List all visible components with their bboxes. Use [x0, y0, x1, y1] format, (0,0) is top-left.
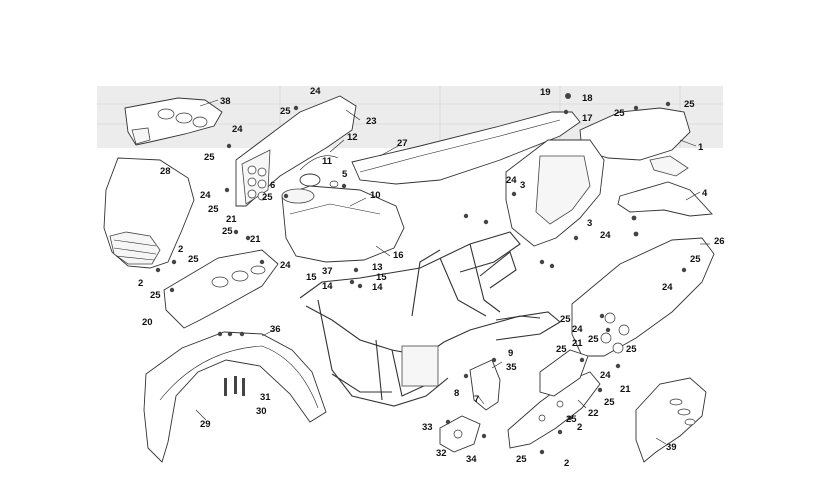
callout-14: 14 [322, 281, 333, 292]
callout-20: 20 [142, 317, 153, 328]
callout-21: 21 [250, 234, 261, 245]
callout-37: 37 [322, 266, 333, 277]
callout-25: 25 [262, 192, 273, 203]
callout-39: 39 [666, 442, 677, 453]
callout-18: 18 [582, 93, 593, 104]
callout-25: 25 [690, 254, 701, 265]
callout-24: 24 [200, 190, 211, 201]
callout-8: 8 [454, 388, 459, 399]
callout-15: 15 [306, 272, 317, 283]
callout-21: 21 [226, 214, 237, 225]
callout-11: 11 [322, 156, 333, 167]
callout-21: 21 [572, 338, 583, 349]
callout-29: 29 [200, 419, 211, 430]
part-rear-fender [579, 107, 691, 177]
callout-25: 25 [188, 254, 199, 265]
callout-24: 24 [280, 260, 291, 271]
callout-3: 3 [587, 218, 592, 229]
callout-35: 35 [506, 362, 517, 373]
callout-38: 38 [220, 96, 231, 107]
callout-2: 2 [178, 244, 183, 255]
callout-34: 34 [466, 454, 477, 465]
part-side-number-plate [571, 237, 715, 357]
callout-7: 7 [474, 394, 479, 405]
part-front-plate [103, 157, 195, 269]
callout-25: 25 [222, 226, 233, 237]
callout-17: 17 [582, 113, 593, 124]
part-skid-bracket [439, 415, 481, 453]
callout-24: 24 [662, 282, 673, 293]
callout-25: 25 [626, 344, 637, 355]
callout-2: 2 [138, 278, 143, 289]
part-swingarm-guard-b [539, 349, 589, 397]
callout-4: 4 [702, 188, 708, 199]
callout-25: 25 [614, 108, 625, 119]
callout-24: 24 [600, 230, 611, 241]
callout-14: 14 [372, 282, 383, 293]
callout-16: 16 [393, 250, 404, 261]
callout-33: 33 [422, 422, 433, 433]
callout-25: 25 [204, 152, 215, 163]
callout-25: 25 [560, 314, 571, 325]
part-shock-guard [635, 377, 707, 463]
callout-25: 25 [566, 414, 577, 425]
callout-12: 12 [347, 132, 358, 143]
callout-25: 25 [588, 334, 599, 345]
callout-6: 6 [270, 180, 275, 191]
callout-22: 22 [588, 408, 599, 419]
callout-24: 24 [572, 324, 583, 335]
part-front-fender [143, 331, 327, 463]
part-seat [351, 111, 581, 185]
callout-32: 32 [436, 448, 447, 459]
callout-23: 23 [366, 116, 377, 127]
callout-25: 25 [516, 454, 527, 465]
callout-24: 24 [600, 370, 611, 381]
callout-27: 27 [397, 138, 408, 149]
callout-25: 25 [556, 344, 567, 355]
callout-13: 13 [372, 262, 383, 273]
callout-24: 24 [310, 86, 321, 97]
callout-25: 25 [150, 290, 161, 301]
callout-1: 1 [698, 142, 704, 153]
callout-19: 19 [540, 87, 551, 98]
part-fuel-tank [281, 185, 405, 263]
callout-2: 2 [577, 422, 582, 433]
callout-28: 28 [160, 166, 171, 177]
callout-25: 25 [604, 397, 615, 408]
hardware-bolts [155, 93, 687, 455]
part-frame [299, 231, 561, 407]
part-radiator-shroud-left [163, 249, 279, 329]
callout-24: 24 [506, 175, 517, 186]
callout-25: 25 [280, 106, 291, 117]
callout-25: 25 [208, 204, 219, 215]
callout-31: 31 [260, 392, 271, 403]
leader-lines [195, 99, 710, 445]
callout-30: 30 [256, 406, 267, 417]
part-side-panel-left [235, 95, 357, 207]
callout-15: 15 [376, 272, 387, 283]
callout-21: 21 [620, 384, 631, 395]
callout-26: 26 [714, 236, 725, 247]
part-side-cover-right [505, 139, 605, 247]
callout-3: 3 [520, 180, 525, 191]
part-rear-bracket [617, 181, 713, 237]
callout-10: 10 [370, 190, 381, 201]
callout-5: 5 [342, 169, 348, 180]
part-fuel-cap [299, 155, 339, 188]
callout-9: 9 [508, 348, 513, 359]
part-headlight-cover [124, 97, 223, 146]
callout-2: 2 [564, 458, 569, 469]
callout-labels: 38 24 25 23 24 25 12 11 27 19 18 17 25 2… [138, 86, 725, 469]
callout-36: 36 [270, 324, 281, 335]
callout-24: 24 [232, 124, 243, 135]
callout-25: 25 [684, 99, 695, 110]
